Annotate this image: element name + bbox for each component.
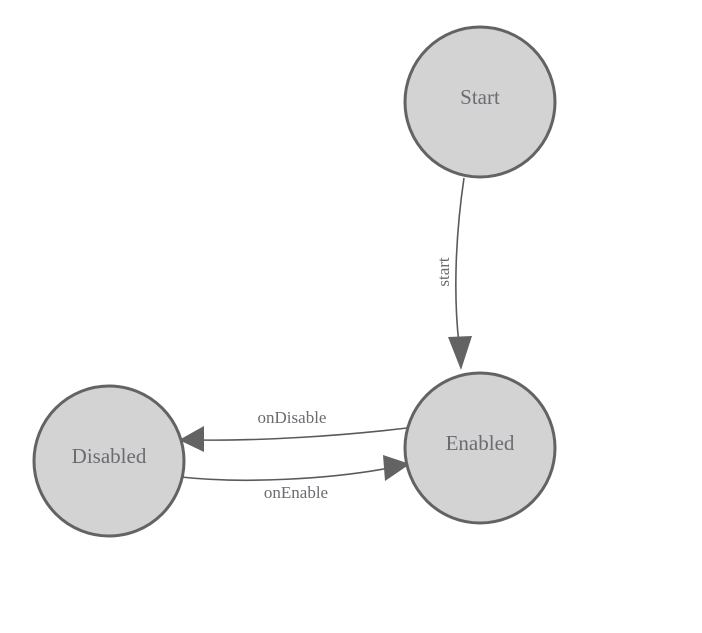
edge-label-start: start	[434, 257, 453, 287]
node-start[interactable]: Start	[403, 25, 557, 179]
node-start-label: Start	[460, 85, 500, 109]
edge-label-on-enable: onEnable	[264, 483, 328, 502]
edge-enabled-to-disabled-arrowhead	[179, 426, 204, 452]
node-enabled[interactable]: Enabled	[403, 371, 557, 525]
edge-enabled-to-disabled: onDisable	[179, 408, 408, 452]
edge-disabled-to-enabled: onEnable	[180, 455, 410, 502]
edge-enabled-to-disabled-line	[198, 427, 408, 441]
edge-disabled-to-enabled-line	[180, 467, 390, 482]
node-disabled[interactable]: Disabled	[32, 384, 186, 538]
edge-label-on-disable: onDisable	[258, 408, 327, 427]
node-start-circle[interactable]	[403, 25, 557, 179]
edge-start-to-enabled: start	[434, 177, 472, 370]
node-disabled-label: Disabled	[72, 444, 147, 468]
node-disabled-circle[interactable]	[32, 384, 186, 538]
edge-start-to-enabled-arrowhead	[448, 336, 472, 370]
node-enabled-circle[interactable]	[403, 371, 557, 525]
edge-start-to-enabled-line	[455, 177, 465, 345]
node-enabled-label: Enabled	[446, 431, 515, 455]
edge-disabled-to-enabled-arrowhead	[383, 455, 410, 481]
